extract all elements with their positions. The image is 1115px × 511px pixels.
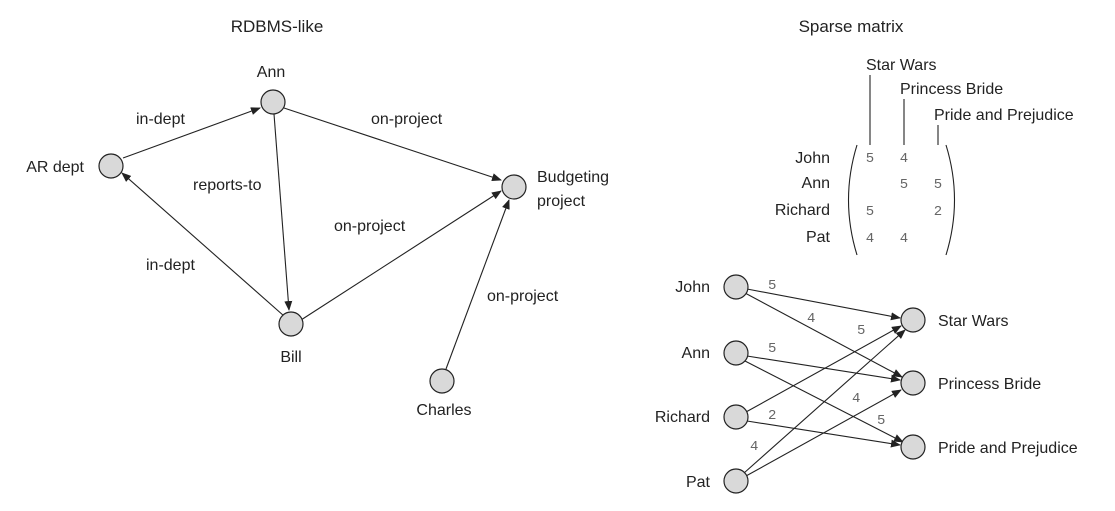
label-budgeting-line2: project bbox=[537, 193, 586, 210]
matrix-cell-r4-c2: 4 bbox=[900, 231, 908, 247]
matrix-row-label-2: Ann bbox=[802, 175, 830, 192]
bip-user-label-4: Pat bbox=[686, 474, 711, 491]
bip-movie-label-1: Star Wars bbox=[938, 313, 1009, 330]
edge-ann-to-bill bbox=[273, 113, 293, 311]
edge-bill-to-budget bbox=[300, 190, 502, 321]
bip-node-prideandprejudice bbox=[900, 434, 926, 460]
bip-edge-ann-princessbride bbox=[746, 355, 901, 383]
bip-edge-pat-starwars bbox=[743, 329, 906, 474]
matrix-row-label-3: Richard bbox=[775, 202, 830, 219]
sparse-title: Sparse matrix bbox=[799, 17, 904, 36]
bip-rating-john-starwars: 5 bbox=[768, 278, 776, 294]
bip-rating-ann-princessbride: 5 bbox=[768, 341, 776, 357]
bip-user-label-1: John bbox=[675, 279, 710, 296]
bip-movie-label-2: Princess Bride bbox=[938, 376, 1041, 393]
edge-bill-to-ar bbox=[121, 172, 285, 317]
bipartite-graph: John Ann Richard Pat Star Wars Princess … bbox=[655, 274, 1078, 494]
edge-label-bill-ar: in-dept bbox=[146, 257, 195, 274]
rdbms-title: RDBMS-like bbox=[231, 17, 324, 36]
bip-user-label-3: Richard bbox=[655, 409, 710, 426]
bip-node-starwars bbox=[900, 307, 926, 333]
edge-label-bill-budget: on-project bbox=[334, 218, 406, 235]
label-bill: Bill bbox=[280, 349, 301, 366]
bip-rating-ann-prideandprejudice: 5 bbox=[877, 413, 885, 429]
node-bill bbox=[278, 311, 304, 337]
bip-user-label-2: Ann bbox=[682, 345, 710, 362]
matrix-col-header-1: Star Wars bbox=[866, 57, 937, 74]
label-charles: Charles bbox=[416, 402, 471, 419]
bip-node-john bbox=[723, 274, 749, 300]
edge-label-ann-bill: reports-to bbox=[193, 177, 262, 194]
bip-rating-john-princessbride: 4 bbox=[807, 311, 815, 327]
matrix-cell-r1-c1: 5 bbox=[866, 151, 874, 167]
edge-label-charles-budget: on-project bbox=[487, 288, 559, 305]
bip-edge-richard-starwars bbox=[745, 325, 902, 413]
bip-node-pat bbox=[723, 468, 749, 494]
matrix-cell-r2-c2: 5 bbox=[900, 177, 908, 193]
bip-rating-pat-starwars: 4 bbox=[750, 439, 758, 455]
matrix-cell-r1-c2: 4 bbox=[900, 151, 908, 167]
label-budgeting-line1: Budgeting bbox=[537, 169, 609, 186]
edge-label-ar-ann: in-dept bbox=[136, 111, 185, 128]
node-ann bbox=[260, 89, 286, 115]
bip-rating-richard-prideandprejudice: 2 bbox=[768, 408, 776, 424]
bip-node-princessbride bbox=[900, 370, 926, 396]
matrix-right-bracket bbox=[945, 144, 955, 256]
node-budgeting-project bbox=[501, 174, 527, 200]
bip-edge-pat-princessbride bbox=[745, 389, 902, 477]
node-ar-dept bbox=[98, 153, 124, 179]
edge-label-ann-budget: on-project bbox=[371, 111, 443, 128]
matrix-row-label-1: John bbox=[795, 150, 830, 167]
bip-edge-john-starwars bbox=[746, 288, 901, 321]
matrix-cell-r2-c3: 5 bbox=[934, 177, 942, 193]
node-charles bbox=[429, 368, 455, 394]
matrix-row-label-4: Pat bbox=[806, 229, 831, 246]
label-ar-dept: AR dept bbox=[26, 159, 84, 176]
matrix-col-header-2: Princess Bride bbox=[900, 81, 1003, 98]
rdbms-graph: RDBMS-like Ann AR dept Budgeting project… bbox=[26, 17, 609, 419]
matrix-cell-r3-c3: 2 bbox=[934, 204, 942, 220]
bip-node-richard bbox=[723, 404, 749, 430]
bip-edge-john-princessbride bbox=[744, 292, 903, 378]
sparse-matrix: Sparse matrix Star Wars Princess Bride P… bbox=[775, 17, 1074, 256]
bip-movie-label-3: Pride and Prejudice bbox=[938, 440, 1078, 457]
bip-rating-richard-starwars: 5 bbox=[857, 323, 865, 339]
matrix-left-bracket bbox=[848, 144, 858, 256]
matrix-col-header-3: Pride and Prejudice bbox=[934, 107, 1074, 124]
label-ann: Ann bbox=[257, 64, 285, 81]
edge-charles-to-budget bbox=[445, 199, 510, 370]
matrix-cell-r3-c1: 5 bbox=[866, 204, 874, 220]
edge-ar-to-ann bbox=[122, 107, 261, 159]
matrix-cell-r4-c1: 4 bbox=[866, 231, 874, 247]
bip-node-ann bbox=[723, 340, 749, 366]
edge-ann-to-budget bbox=[283, 107, 502, 181]
bip-rating-pat-princessbride: 4 bbox=[852, 391, 860, 407]
